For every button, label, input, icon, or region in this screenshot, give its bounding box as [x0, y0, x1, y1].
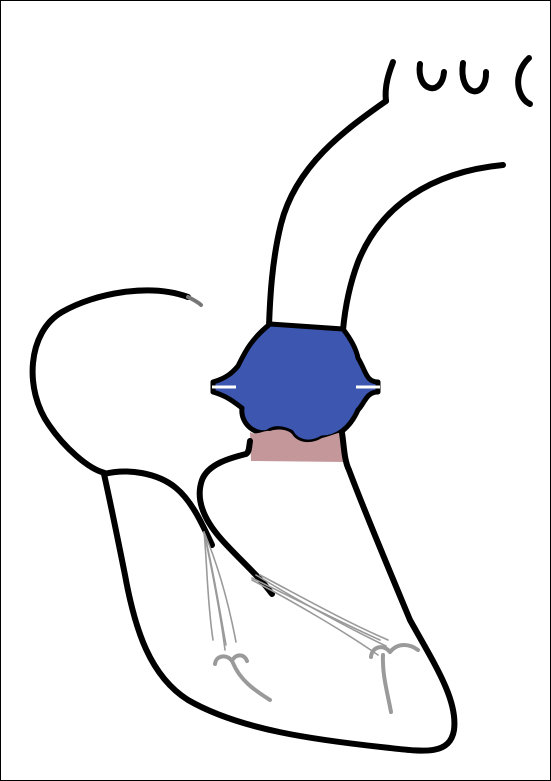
left-atrium [33, 290, 188, 473]
transcatheter-aortic-valve [213, 324, 378, 442]
ascending-aorta [269, 101, 503, 330]
arch-branch-vessels [386, 58, 530, 104]
papillary-muscles [215, 645, 418, 712]
atrium-fade [188, 297, 201, 305]
